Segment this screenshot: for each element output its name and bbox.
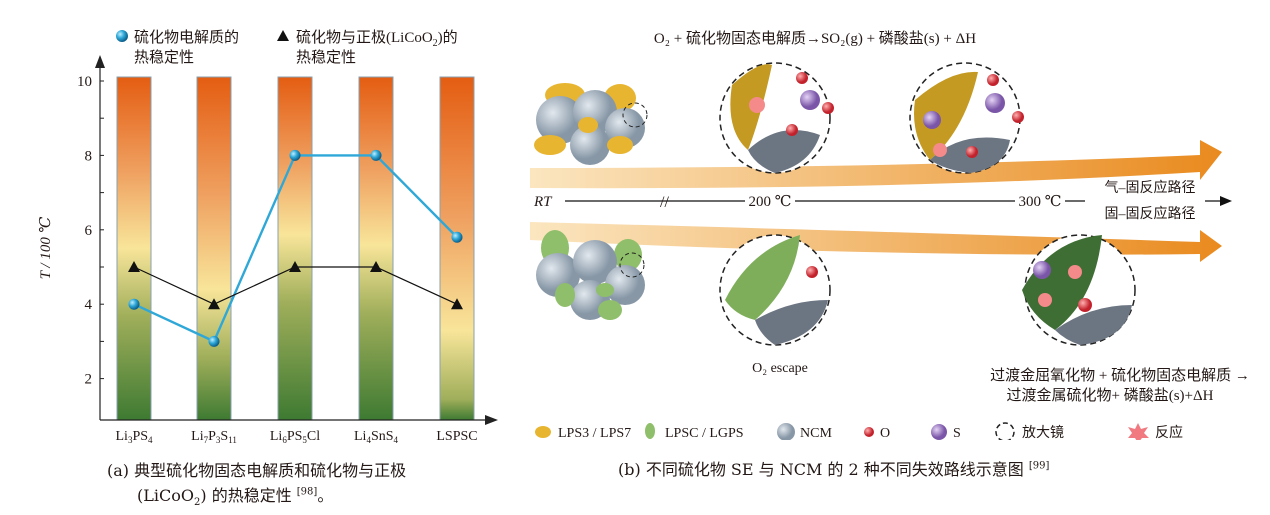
y-tick-label: 10	[77, 74, 92, 90]
y-tick-label: 8	[85, 148, 93, 164]
timeline-300: 300 ℃	[1018, 194, 1061, 210]
legend-triangle-marker	[277, 30, 289, 41]
y-tick-label: 6	[85, 223, 93, 239]
bar-Li6PS5Cl	[277, 76, 313, 421]
point-LSPSC	[451, 231, 463, 243]
legend-lps: LPS3 / LPS7	[558, 426, 631, 440]
diagram-legend: LPS3 / LPS7 LPSC / LGPS NCM O S 放大镜 反应	[535, 422, 1183, 440]
x-tick-label-Li7P3S11: Li7P3S11	[191, 429, 237, 445]
o2-escape-label: O₂ escape	[752, 361, 808, 376]
legend-o: O	[880, 426, 890, 440]
magnifier-200-upper	[719, 62, 834, 174]
bar-LSPSC	[439, 76, 475, 421]
caption-b: (b) 不同硫化物 SE 与 NCM 的 2 种不同失效路线示意图 [99]	[618, 460, 1050, 479]
caption-a-line1: (a) 典型硫化物固态电解质和硫化物与正极	[107, 461, 407, 480]
magnifier-300-lower	[1022, 234, 1136, 346]
triangle-point-LSPSC	[451, 298, 463, 310]
y-axis-arrow	[95, 55, 105, 68]
solid-solid-path-label: 固–固反应路径	[1105, 205, 1196, 222]
legend-lpsc: LPSC / LGPS	[665, 426, 744, 440]
bottom-equation-line1: 过渡金屈氧化物 + 硫化物固态电解质 →	[990, 367, 1250, 384]
gas-solid-path-label: 气–固反应路径	[1105, 179, 1196, 196]
bar-Li3PS4	[116, 76, 152, 421]
legend-series-2-line2: 热稳定性	[296, 49, 356, 66]
oxygen-icon	[864, 427, 874, 437]
bar-Li7P3S11	[196, 76, 232, 421]
caption-a-line2: (LiCoO2) 的热稳定性 [98]。	[137, 486, 334, 509]
y-tick-label: 4	[85, 297, 93, 313]
top-equation: O₂ + 硫化物固态电解质→SO₂(g) + 磷酸盐(s) + ΔH	[654, 30, 976, 47]
x-tick-label-Li4SnS4: Li4SnS4	[354, 429, 399, 445]
triangle-point-Li3PS4	[128, 261, 140, 272]
bar-Li4SnS4	[358, 76, 394, 421]
point-Li7P3S11	[208, 335, 220, 347]
legend-series-1-line1: 硫化物电解质的	[134, 29, 239, 46]
lpsc-icon	[645, 423, 655, 439]
magnifier-200-lower	[719, 234, 831, 346]
x-tick-label-Li3PS4: Li3PS4	[115, 429, 153, 445]
y-tick-label: 2	[85, 372, 93, 388]
lps-ncm-cluster	[534, 83, 648, 165]
magnifier-icon	[995, 422, 1015, 440]
bottom-equation-line2: 过渡金属硫化物+ 磷酸盐(s)+ΔH	[1007, 387, 1214, 404]
y-axis-label: T / 100 ℃	[38, 216, 54, 279]
triangle-point-Li4SnS4	[370, 261, 382, 272]
x-axis-arrow	[485, 415, 498, 425]
timeline-start: RT	[533, 194, 553, 210]
upper-path-arrow	[530, 140, 1222, 189]
legend-magnifier: 放大镜	[1022, 425, 1064, 440]
lpsc-ncm-cluster	[536, 230, 645, 320]
point-Li4SnS4	[370, 149, 382, 161]
failure-path-diagram: O₂ + 硫化物固态电解质→SO₂(g) + 磷酸盐(s) + ΔH // RT…	[522, 30, 1250, 440]
lps-icon	[535, 426, 551, 438]
timeline-arrowhead	[1220, 196, 1232, 206]
point-Li3PS4	[128, 298, 140, 310]
reaction-icon	[1128, 423, 1149, 440]
sulfur-icon	[931, 424, 947, 440]
ncm-icon	[777, 423, 795, 440]
legend-circle-marker	[116, 30, 128, 42]
x-tick-label-LSPSC: LSPSC	[436, 429, 477, 444]
legend-reaction: 反应	[1155, 424, 1183, 440]
timeline-200: 200 ℃	[748, 194, 791, 210]
legend-series-2-line1: 硫化物与正极(LiCoO2)的	[296, 29, 458, 49]
magnifier-300-upper	[909, 62, 1024, 174]
triangle-point-Li6PS5Cl	[289, 261, 301, 272]
legend-ncm: NCM	[800, 426, 832, 440]
legend-series-1-line2: 热稳定性	[134, 49, 194, 66]
x-tick-label-Li6PS5Cl: Li6PS5Cl	[270, 429, 320, 445]
point-Li6PS5Cl	[289, 149, 301, 161]
triangle-point-Li7P3S11	[208, 298, 220, 310]
break-mark: //	[660, 194, 669, 211]
legend-s: S	[953, 426, 961, 440]
